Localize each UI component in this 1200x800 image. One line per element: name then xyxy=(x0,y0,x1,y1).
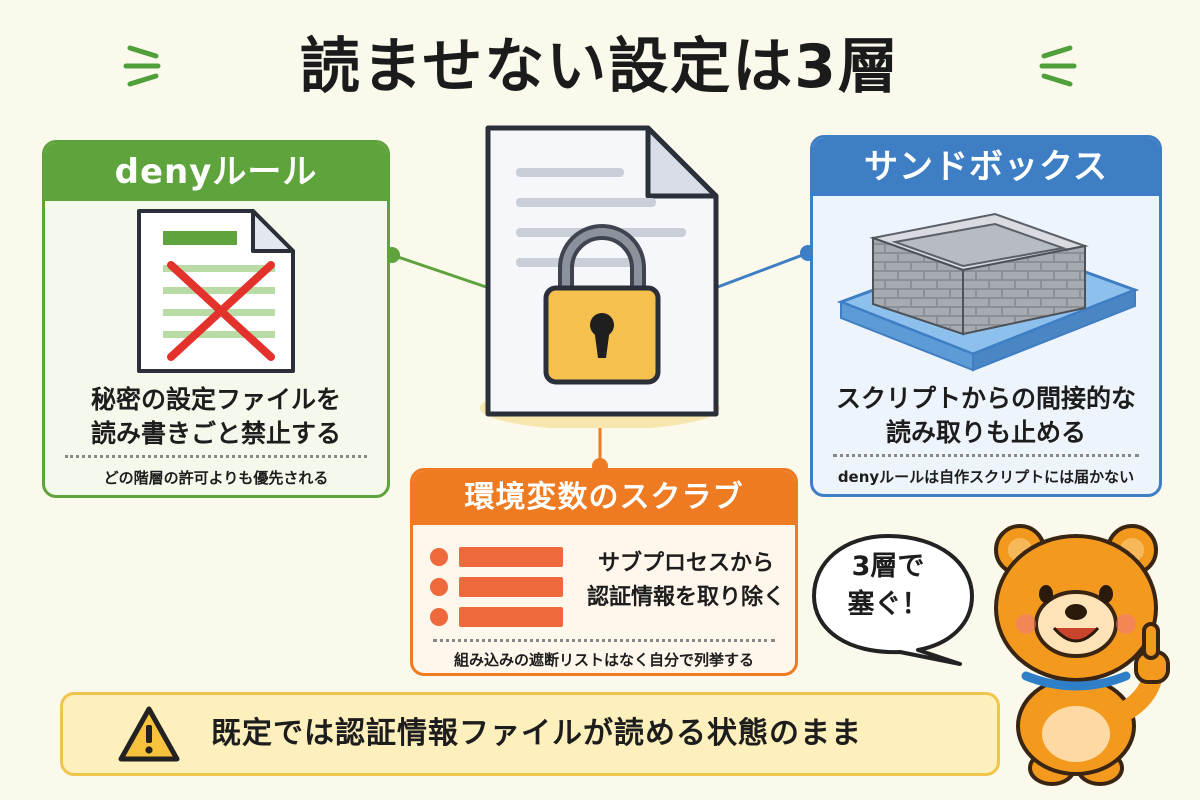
sandbox-note: denyルールは自作スクリプトには届かない xyxy=(837,468,1135,486)
bubble-line1: 3層で xyxy=(851,551,925,582)
deny-rule-header: denyルール xyxy=(45,143,387,201)
locked-document-icon xyxy=(480,125,720,428)
brick-enclosure-icon xyxy=(836,212,1140,372)
deny-rule-panel: denyルール 秘密の設定ファイルを 読み書きごと禁止する どの階層の許可よりも… xyxy=(42,140,390,498)
warning-triangle-icon xyxy=(118,706,180,762)
sandbox-panel: サンドボックス スクリプトからの間接的な 読み取りも止める denyルールは自作… xyxy=(810,135,1162,497)
env-scrub-panel: 環境変数のスクラブ サブプロセスから 認証情報を取り除く 組み込みの遮断リストは… xyxy=(410,468,798,676)
bubble-line2: 塞ぐ！ xyxy=(847,589,929,620)
deny-rule-line1: 秘密の設定ファイルを xyxy=(90,385,341,414)
sandbox-line1: スクリプトからの間接的な xyxy=(835,384,1136,413)
page-title: 読ませない設定は3層 xyxy=(300,32,900,102)
sparkle-right-icon xyxy=(1039,45,1077,87)
deny-rule-note: どの階層の許可よりも優先される xyxy=(103,469,329,487)
env-scrub-line1: サブプロセスから xyxy=(597,551,774,576)
env-scrub-note: 組み込みの遮断リストはなく自分で列挙する xyxy=(453,651,754,669)
sandbox-divider xyxy=(833,454,1139,457)
crossed-out-file-icon xyxy=(137,209,295,373)
env-scrub-header: 環境変数のスクラブ xyxy=(413,471,795,525)
speech-bubble xyxy=(812,534,974,666)
warning-banner: 既定では認証情報ファイルが読める状態のまま xyxy=(60,692,1000,776)
sandbox-header: サンドボックス xyxy=(813,138,1159,196)
warning-text: 既定では認証情報ファイルが読める状態のまま xyxy=(211,716,862,751)
env-scrub-divider xyxy=(433,639,775,642)
redacted-list-icon xyxy=(430,547,563,627)
bear-thumbs-up-icon xyxy=(994,524,1170,786)
deny-rule-divider xyxy=(65,455,367,458)
sandbox-line2: 読み取りも止める xyxy=(885,418,1086,447)
deny-rule-line2: 読み書きごと禁止する xyxy=(90,419,341,448)
sparkle-left-icon xyxy=(123,45,161,87)
env-scrub-line2: 認証情報を取り除く xyxy=(586,585,785,610)
